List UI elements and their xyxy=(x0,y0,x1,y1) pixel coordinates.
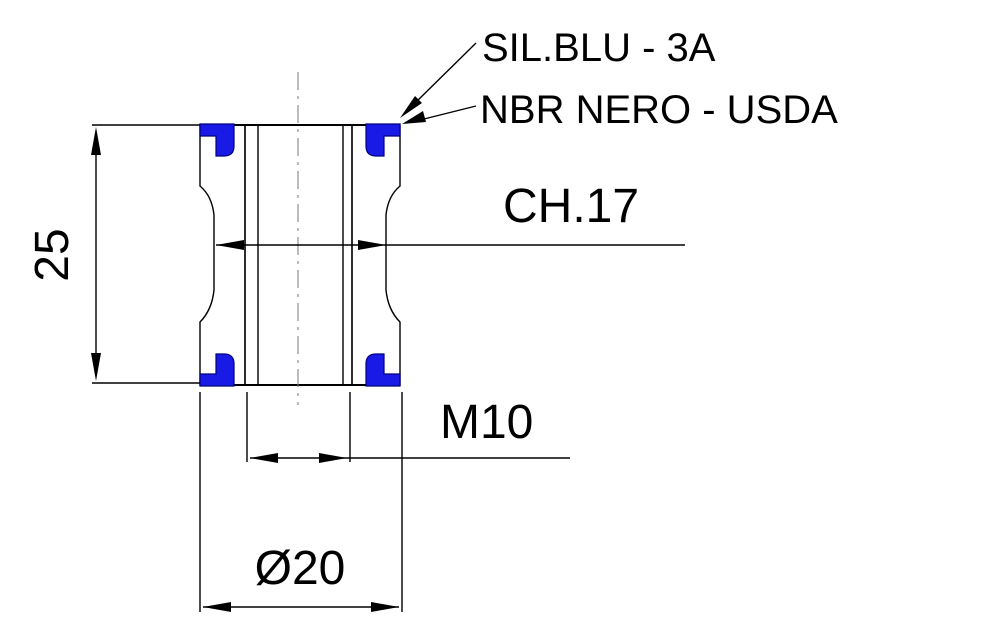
thread-dimension xyxy=(246,392,570,463)
right-wall-section xyxy=(351,124,401,386)
leader-seal-top xyxy=(400,42,477,118)
seal-bottom-left xyxy=(199,353,235,387)
height-dimension xyxy=(91,124,200,384)
wrench-dimension xyxy=(216,240,685,250)
seal-bottom-label: NBR NERO - USDA xyxy=(480,88,838,132)
wrench-label: CH.17 xyxy=(503,180,639,233)
height-label: 25 xyxy=(26,228,79,281)
left-wall-section xyxy=(199,124,246,386)
leader-seal-bottom xyxy=(402,105,477,124)
diameter-dimension xyxy=(199,392,403,612)
seal-top-label: SIL.BLU - 3A xyxy=(482,26,716,70)
diameter-label: Ø20 xyxy=(255,542,346,595)
seal-top-left xyxy=(199,123,235,157)
seal-top-right xyxy=(365,123,401,157)
thread-label: M10 xyxy=(440,396,533,449)
seal-bottom-right xyxy=(365,353,401,387)
